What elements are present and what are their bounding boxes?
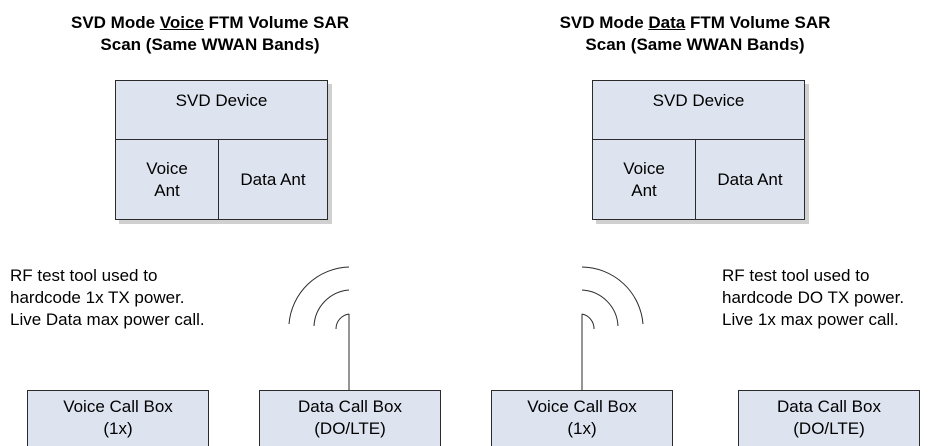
- right-data-ant: Data Ant: [696, 139, 804, 220]
- right-title-line1: SVD Mode Data FTM Volume SAR: [559, 13, 831, 32]
- right-note-line2: hardcode DO TX power.: [722, 288, 905, 307]
- right-wave-large-icon: [581, 266, 644, 325]
- left-device-label: SVD Device: [175, 91, 268, 110]
- left-wave-small-icon: [335, 313, 350, 330]
- right-note-line3: Live 1x max power call.: [722, 310, 899, 329]
- right-data-call-box: Data Call Box(DO/LTE): [738, 390, 920, 446]
- right-wave-medium-icon: [581, 289, 619, 327]
- right-device-label: SVD Device: [652, 91, 745, 110]
- right-note: RF test tool used to hardcode DO TX powe…: [722, 265, 904, 331]
- right-title-line2: Scan (Same WWAN Bands): [585, 35, 805, 54]
- left-note-line2: hardcode 1x TX power.: [10, 288, 185, 307]
- right-note-line1: RF test tool used to: [722, 266, 870, 285]
- right-title: SVD Mode Data FTM Volume SAR Scan (Same …: [535, 12, 855, 56]
- left-data-ant: Data Ant: [219, 139, 327, 220]
- left-note-line1: RF test tool used to: [10, 266, 158, 285]
- left-title: SVD Mode Voice FTM Volume SAR Scan (Same…: [50, 12, 370, 56]
- right-voice-call-box: Voice Call Box(1x): [491, 390, 673, 446]
- left-wave-medium-icon: [313, 289, 350, 327]
- left-title-line2: Scan (Same WWAN Bands): [100, 35, 320, 54]
- left-data-call-box: Data Call Box(DO/LTE): [259, 390, 441, 446]
- right-title-mode: Data: [648, 13, 686, 32]
- right-wave-small-icon: [581, 313, 595, 330]
- left-title-mode: Voice: [159, 13, 204, 32]
- left-note-line3: Live Data max power call.: [10, 310, 205, 329]
- left-wave-large-icon: [288, 266, 350, 325]
- left-note: RF test tool used to hardcode 1x TX powe…: [10, 265, 205, 331]
- left-voice-call-box: Voice Call Box(1x): [27, 390, 209, 446]
- left-title-line1: SVD Mode Voice FTM Volume SAR: [70, 13, 350, 32]
